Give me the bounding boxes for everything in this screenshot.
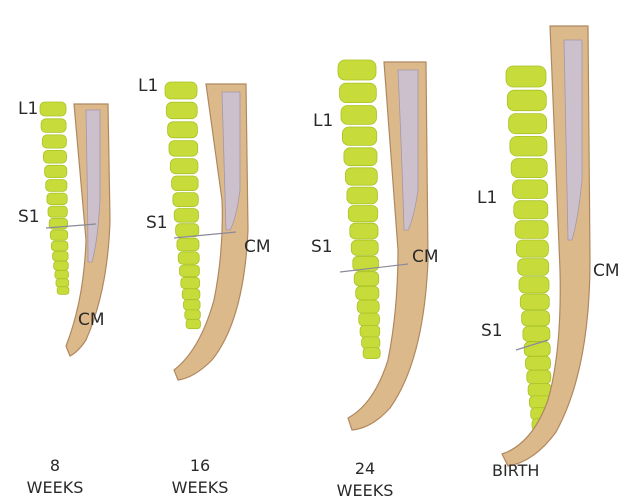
vertebra-block [177, 238, 199, 251]
vertebra-block [344, 148, 377, 166]
stage-8-weeks-l1-label: L1 [18, 100, 38, 119]
stage-8-weeks-caption: 8 WEEKS [10, 455, 100, 499]
stage-8-weeks-caption-unit: WEEKS [10, 477, 100, 499]
vertebra-block [357, 300, 379, 313]
vertebra-block [359, 313, 380, 326]
stage-birth-caption-unit: BIRTH [492, 460, 582, 482]
vertebra-block [354, 272, 379, 286]
stage-16-weeks-cm-label: CM [244, 238, 271, 257]
stage-24-weeks-spine [338, 60, 428, 430]
vertebra-block [56, 279, 69, 287]
vertebra-block [53, 252, 69, 261]
stage-24-weeks-caption: 24 WEEKS [320, 458, 410, 502]
vertebra-block [523, 327, 550, 342]
vertebra-block [186, 319, 200, 328]
vertebra-block [356, 286, 379, 300]
vertebra-block [516, 240, 548, 257]
vertebra-block [363, 348, 380, 359]
vertebra-block [178, 252, 199, 264]
vertebra-block [527, 370, 551, 383]
stage-24-weeks-s1-label: S1 [311, 238, 333, 257]
vertebra-block [54, 261, 69, 270]
vertebra-block [360, 325, 380, 337]
stage-24-weeks-caption-unit: WEEKS [320, 480, 410, 502]
vertebra-block [528, 383, 551, 396]
vertebra-block [520, 294, 549, 310]
stage-24-weeks-l1-label: L1 [313, 112, 333, 131]
stage-24-weeks-cm-label: CM [412, 248, 439, 267]
vertebra-block [46, 180, 67, 192]
stage-16-weeks-l1-label: L1 [138, 77, 158, 96]
vertebra-block [182, 289, 200, 300]
vertebra-block [165, 82, 197, 99]
vertebra-block [342, 127, 376, 145]
vertebra-block [51, 241, 68, 251]
vertebra-block [40, 102, 66, 116]
vertebra-block [184, 300, 201, 310]
vertebra-block [340, 83, 377, 103]
vertebra-block [518, 259, 549, 276]
stage-8-weeks-cm-label: CM [78, 311, 105, 330]
stage-16-weeks-caption-unit: WEEKS [155, 477, 245, 499]
stage-16-weeks-caption-number: 16 [155, 455, 245, 477]
vertebra-block [341, 106, 377, 125]
vertebra-block [48, 206, 67, 217]
vertebra-block [180, 265, 200, 277]
vertebra-block [170, 159, 198, 174]
stage-birth-s1-label: S1 [481, 322, 503, 341]
stage-8-weeks-s1-label: S1 [18, 208, 40, 227]
vertebra-block [55, 270, 69, 279]
stage-birth-caption: BIRTH [492, 460, 582, 482]
stage-16-weeks-caption: 16 WEEKS [155, 455, 245, 499]
vertebra-block [514, 201, 548, 219]
stage-16-weeks-s1-label: S1 [146, 214, 168, 233]
vertebra-block [173, 193, 198, 207]
vertebra-block [50, 230, 67, 240]
vertebra-block [526, 356, 551, 370]
vertebra-block [41, 119, 66, 133]
vertebra-block [166, 102, 197, 119]
vertebra-block [185, 310, 201, 320]
vertebra-block [507, 90, 546, 111]
stage-8-weeks-caption-number: 8 [10, 455, 100, 477]
vertebra-block [510, 136, 547, 156]
vertebra-block [168, 122, 198, 138]
vertebra-block [506, 66, 546, 87]
stage-24-weeks-caption-number: 24 [320, 458, 410, 480]
vertebra-block [350, 223, 378, 239]
vertebra-block [45, 165, 67, 177]
vertebra-block [43, 150, 66, 163]
vertebra-block [362, 337, 380, 349]
vertebra-block [513, 180, 548, 199]
stage-16-weeks-spine [165, 82, 248, 380]
stage-birth-l1-label: L1 [477, 189, 497, 208]
stage-birth-cm-label: CM [593, 262, 620, 281]
vertebra-block [174, 209, 198, 223]
stage-birth-spine [502, 26, 590, 466]
vertebra-block [515, 221, 548, 239]
vertebra-block [176, 224, 199, 237]
vertebra-block [348, 206, 377, 222]
vertebra-block [509, 114, 547, 134]
vertebra-block [338, 60, 376, 80]
vertebra-block [519, 277, 549, 293]
vertebra-block [169, 141, 198, 157]
vertebra-block [42, 135, 66, 148]
vertebra-block [511, 159, 547, 178]
vertebra-block [522, 311, 550, 326]
vertebra-block [347, 187, 378, 204]
vertebra-block [172, 176, 199, 191]
vertebra-block [47, 193, 67, 205]
vertebra-block [181, 277, 200, 288]
vertebra-block [345, 168, 377, 185]
vertebra-block [351, 240, 378, 255]
vertebra-block [57, 287, 69, 295]
